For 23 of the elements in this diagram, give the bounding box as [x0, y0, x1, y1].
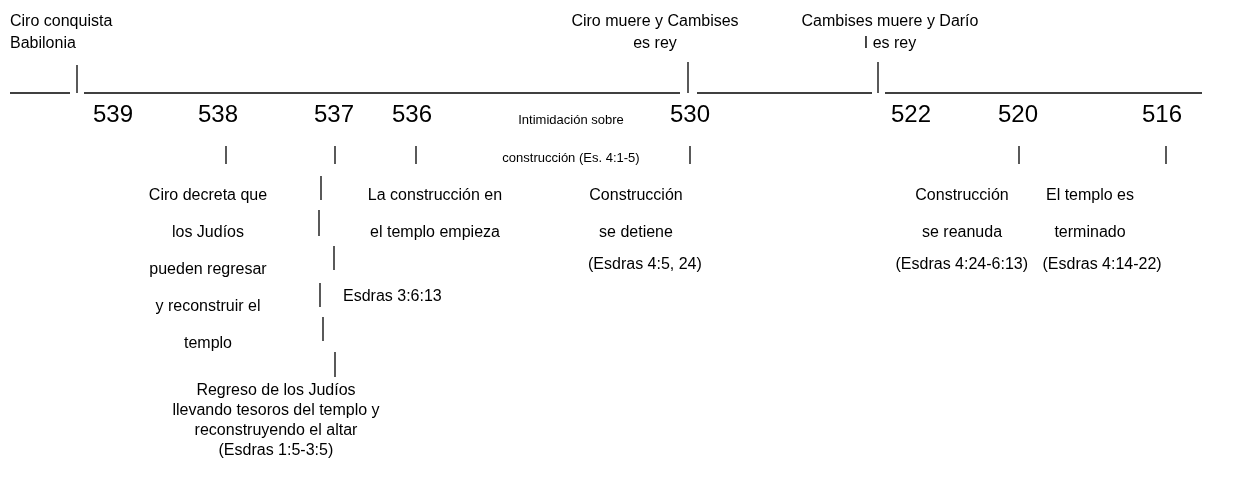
year-label: 539: [91, 100, 134, 128]
event-label: Ciro muere y Cambises es rey: [570, 11, 740, 53]
reference-text: (Esdras 1:5-3:5): [218, 440, 334, 460]
event-text: Construcción se detiene: [588, 185, 684, 242]
event-text: Construcción se reanuda: [914, 185, 1010, 242]
year-label: 522: [889, 100, 932, 128]
year-label: 537: [312, 100, 355, 128]
event-text: El templo es terminado: [1044, 185, 1135, 242]
year-label: 536: [390, 100, 433, 128]
year-label: 538: [196, 100, 239, 128]
reference-text: (Esdras 4:24-6:13): [895, 254, 1028, 274]
reference-text: (Esdras 4:5, 24): [588, 254, 702, 274]
event-label: Cambises muere y Darío I es rey: [800, 11, 980, 53]
event-label: Ciro conquista Babilonia: [10, 11, 114, 53]
event-text: Regreso de los Judíos llevando tesoros del templo y reconstruyendo el altar: [171, 380, 381, 440]
year-label: 516: [1140, 100, 1183, 128]
year-label: 530: [668, 100, 711, 128]
reference-text: Esdras 3:6:13: [343, 286, 442, 306]
year-label: 520: [996, 100, 1039, 128]
reference-text: (Esdras 4:14-22): [1042, 254, 1162, 274]
event-text: Ciro decreta que los Judíos pueden regresar y reconstruir el templo: [147, 185, 269, 353]
note-text: Intimidación sobre construcción (Es. 4:1-5): [501, 111, 641, 167]
event-text: La construcción en el templo empieza: [367, 185, 503, 242]
